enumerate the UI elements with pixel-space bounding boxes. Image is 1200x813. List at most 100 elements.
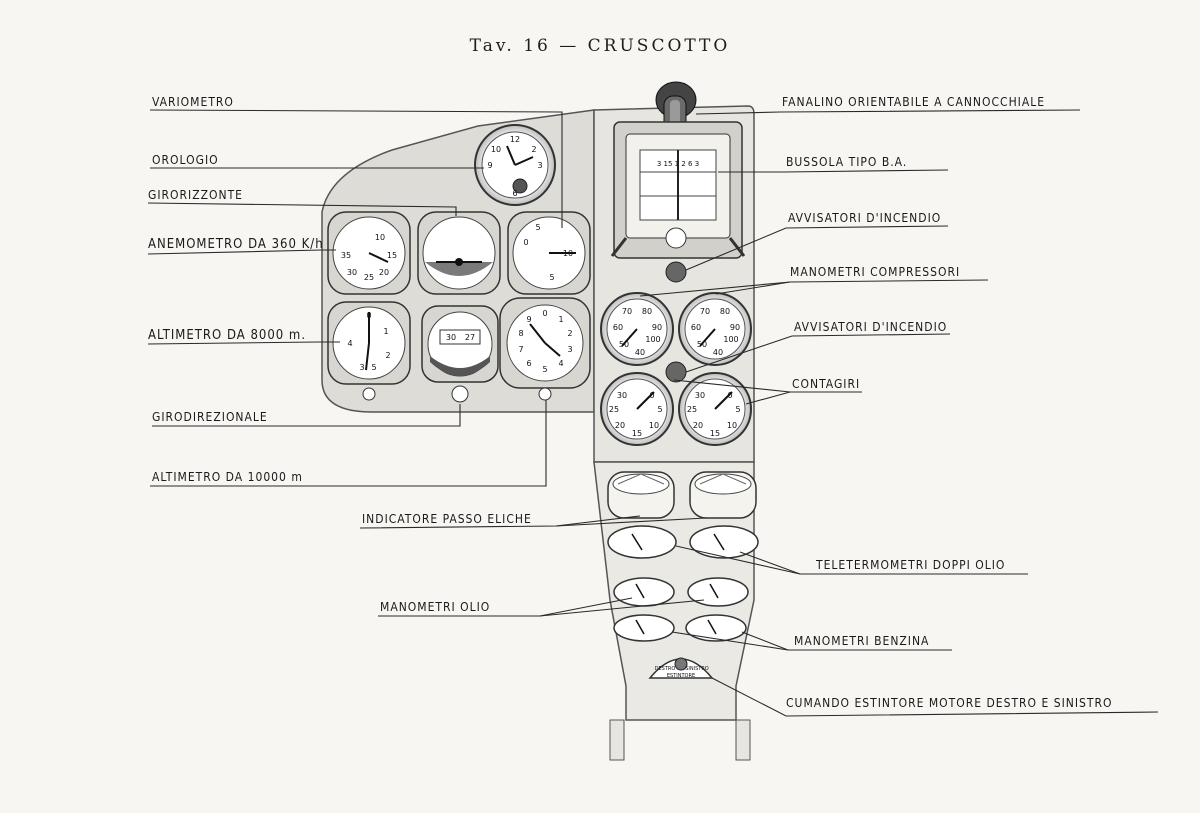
contagiri-num: 30 (695, 391, 705, 400)
contagiri-num: 5 (657, 405, 662, 414)
label-avvisatori-1: AVVISATORI D'INCENDIO (788, 211, 942, 225)
orologio-num: 9 (487, 161, 492, 170)
contagiri-num: 10 (649, 421, 659, 430)
contagiri-right (678, 372, 752, 446)
label-girorizzonte: GIRORIZZONTE (148, 188, 243, 202)
leader-altimetro-8000 (147, 341, 340, 345)
compressore-num: 70 (700, 307, 710, 316)
altimetro10000-num: 1 (558, 315, 563, 324)
orologio-clock (474, 124, 556, 206)
compressore-num: 90 (730, 323, 740, 332)
contagiri-num: 25 (687, 405, 697, 414)
leader-girorizzonte (147, 202, 457, 216)
altimetro8000-num: 5 (371, 363, 376, 372)
contagiri-num: 10 (727, 421, 737, 430)
contagiri-num: 5 (735, 405, 740, 414)
leader-contagiri-2 (745, 391, 791, 405)
orologio-num: 2 (531, 145, 536, 154)
manometro-olio-right (687, 577, 749, 607)
girodirezionale-num: 30 (446, 333, 456, 342)
compressore-num: 50 (697, 340, 707, 349)
label-contagiri: CONTAGIRI (792, 377, 861, 391)
anemometro-num: 20 (379, 268, 389, 277)
contagiri-num: 15 (632, 429, 642, 438)
compressore-num: 100 (723, 335, 738, 344)
leader-bussola (718, 169, 949, 173)
label-cumando-estintore: CUMANDO ESTINTORE MOTORE DESTRO E SINIST… (786, 696, 1113, 710)
variometro-num: 10 (563, 249, 573, 258)
altimetro10000-num: 5 (542, 365, 547, 374)
column-leg-left (609, 719, 625, 761)
compressore-num: 60 (691, 323, 701, 332)
compressore-num: 100 (645, 335, 660, 344)
avvisatore-incendio-2 (665, 361, 687, 383)
cumando-estintore-control (648, 657, 714, 679)
orologio-num: 6 (512, 189, 517, 198)
leader-variometro (149, 109, 563, 228)
contagiri-num: 20 (693, 421, 703, 430)
compressore-num: 60 (613, 323, 623, 332)
altimetro-10000-dial (499, 297, 591, 401)
altimetro10000-num: 0 (542, 309, 547, 318)
altimetro10000-num: 6 (526, 359, 531, 368)
leader-altimetro-10000 (150, 400, 547, 487)
contagiri-left (600, 372, 674, 446)
orologio-num: 10 (491, 145, 501, 154)
leader-avvisatori-1 (685, 225, 949, 271)
manometro-compressore-left (600, 292, 674, 366)
compressore-num: 80 (720, 307, 730, 316)
compressore-num: 90 (652, 323, 662, 332)
leader-manometri-benzina-2 (741, 631, 789, 651)
label-manometri-benzina: MANOMETRI BENZINA (794, 634, 930, 648)
altimetro8000-num: 1 (383, 327, 388, 336)
altimetro10000-num: 9 (526, 315, 531, 324)
avvisatore-incendio-1 (665, 261, 687, 283)
altimetro8000-num: 3 (359, 363, 364, 372)
indicatore-passo-left (607, 471, 675, 519)
contagiri-num: 20 (615, 421, 625, 430)
altimetro10000-num: 3 (567, 345, 572, 354)
plate-title: Tav. 16 — CRUSCOTTO (469, 36, 731, 56)
variometro-num: 5 (549, 273, 554, 282)
variometro-num: 5 (535, 223, 540, 232)
altimetro10000-num: 8 (518, 329, 523, 338)
compressore-num: 80 (642, 307, 652, 316)
compressore-num: 40 (635, 348, 645, 357)
teletermometro-left (607, 525, 677, 559)
leader-fanalino (695, 109, 1081, 115)
leader-teletermometri-2 (739, 551, 801, 575)
leader-manometri-olio-2 (539, 599, 705, 617)
altimetro10000-num: 7 (518, 345, 523, 354)
anemometro-num: 25 (364, 273, 374, 282)
indicatore-passo-right (689, 471, 757, 519)
altimetro-8000-dial (327, 301, 411, 385)
label-fanalino: FANALINO ORIENTABILE A CANNOCCHIALE (782, 95, 1046, 109)
girorizzonte-dial (417, 211, 501, 295)
label-orologio: OROLOGIO (152, 153, 219, 167)
altimetro8000-num: 0 (366, 311, 371, 320)
label-anemometro: ANEMOMETRO DA 360 K/h (148, 237, 324, 252)
label-manometri-olio: MANOMETRI OLIO (380, 600, 491, 614)
anemometro-num: 30 (347, 268, 357, 277)
label-indicatore-passo: INDICATORE PASSO ELICHE (362, 512, 532, 526)
label-variometro: VARIOMETRO (152, 95, 234, 109)
leader-compressori-2 (715, 281, 791, 295)
leader-anemometro (147, 249, 336, 255)
altimetro10000-num: 2 (567, 329, 572, 338)
altimetro8000-num: 4 (347, 339, 352, 348)
label-avvisatori-2: AVVISATORI D'INCENDIO (794, 320, 948, 334)
label-manometri-compressori: MANOMETRI COMPRESSORI (790, 265, 961, 279)
contagiri-num: 30 (617, 391, 627, 400)
panel-knob-left (362, 387, 376, 401)
anemometro-num: 10 (375, 233, 385, 242)
girodirezionale-num: 27 (465, 333, 475, 342)
girodirezionale-dial (421, 305, 499, 403)
anemometro-num: 35 (341, 251, 351, 260)
contagiri-num: 0 (649, 391, 654, 400)
altimetro10000-num: 4 (558, 359, 563, 368)
label-altimetro-10000: ALTIMETRO DA 10000 m (152, 470, 303, 484)
column-leg-right (735, 719, 751, 761)
manometro-benzina-left (613, 614, 675, 642)
contagiri-num: 0 (727, 391, 732, 400)
